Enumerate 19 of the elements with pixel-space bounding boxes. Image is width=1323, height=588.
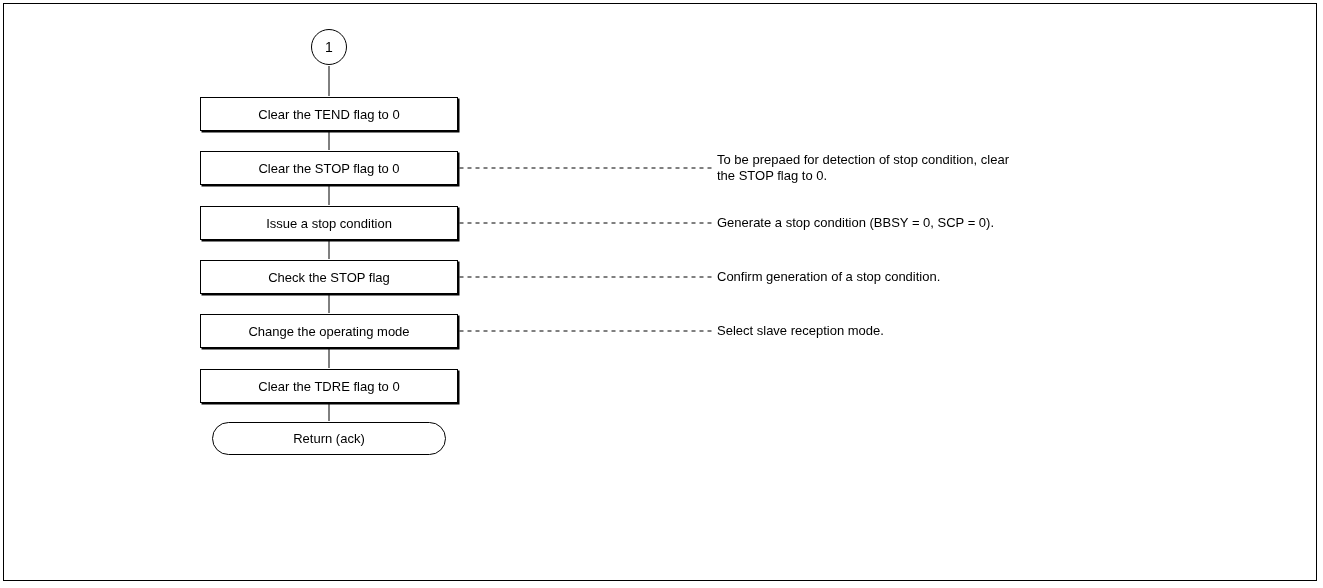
flow-line [328,131,330,151]
flow-line [328,65,330,97]
flow-line [328,240,330,260]
note-text: Select slave reception mode. [717,323,884,339]
note-text: Generate a stop condition (BBSY = 0, SCP = 0). [717,215,995,231]
flow-line [328,348,330,369]
flow-line [328,403,330,422]
connector-circle: 1 [311,29,347,65]
note-text: Confirm generation of a stop condition. [717,269,941,285]
flow-line [328,185,330,206]
process-box: Issue a stop condition [200,206,458,240]
process-box: Change the operating mode [200,314,458,348]
note-text: To be prepaed for detection of stop condition, clear the STOP flag to 0. [717,152,1010,184]
process-box: Clear the TDRE flag to 0 [200,369,458,403]
process-box: Clear the STOP flag to 0 [200,151,458,185]
process-box: Clear the TEND flag to 0 [200,97,458,131]
process-box: Check the STOP flag [200,260,458,294]
terminal-box: Return (ack) [212,422,446,455]
flow-line [328,294,330,314]
